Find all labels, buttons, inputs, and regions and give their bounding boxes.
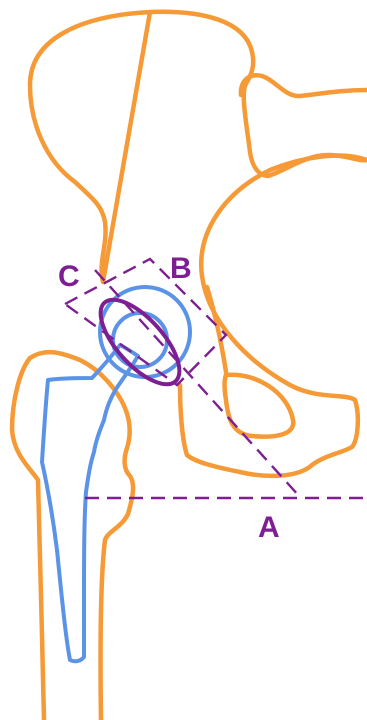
label-b: B (170, 252, 192, 285)
cup-face-ellipse (87, 287, 192, 397)
label-a: A (258, 511, 280, 544)
femoral-stem (42, 345, 138, 661)
iliac-wing-outline (30, 12, 367, 282)
label-c: C (58, 260, 80, 293)
pelvis-bone (30, 12, 367, 476)
ilium-right-stub (241, 75, 367, 96)
femur-bone (12, 352, 133, 720)
obturator-foramen (225, 375, 294, 437)
femur-outline (12, 352, 133, 720)
